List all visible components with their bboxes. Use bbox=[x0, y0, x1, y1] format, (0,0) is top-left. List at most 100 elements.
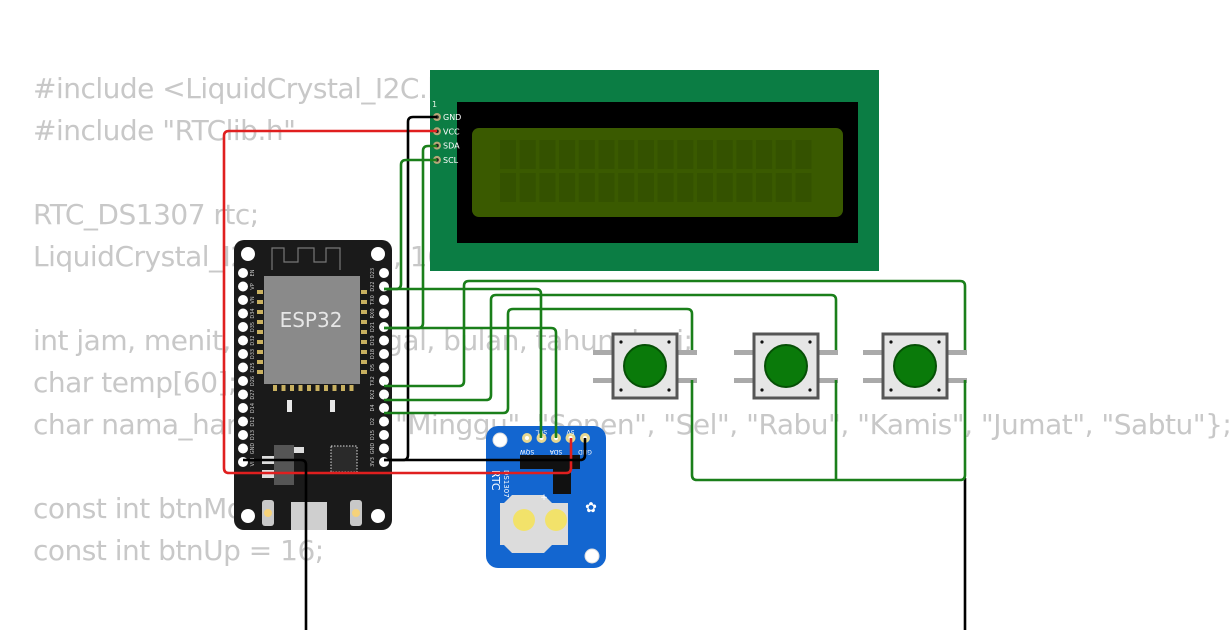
chip-pad bbox=[361, 330, 367, 334]
mount-hole bbox=[371, 509, 385, 523]
esp32-pin-d5[interactable] bbox=[379, 362, 389, 373]
pushbutton-2[interactable] bbox=[734, 332, 838, 400]
esp32-pin-d13[interactable] bbox=[238, 430, 248, 440]
button-screw bbox=[889, 340, 893, 344]
chip-pad bbox=[341, 385, 345, 391]
esp32-devkit[interactable]: ESP32 ENVPVND34D35D32D33D25D26D27D14D12D… bbox=[234, 240, 392, 530]
esp32-pin-vin[interactable] bbox=[238, 457, 248, 467]
esp32-pin-d4[interactable] bbox=[379, 403, 389, 413]
esp32-pin-d12[interactable] bbox=[238, 416, 248, 427]
esp32-pin-label: VN bbox=[250, 296, 256, 303]
esp32-pin-d34[interactable] bbox=[238, 308, 248, 319]
wire-sda-rtc[interactable] bbox=[384, 326, 558, 438]
lcd-pin-label: GND bbox=[443, 113, 461, 122]
esp32-pin-tx2[interactable] bbox=[379, 376, 389, 386]
wire-button-2[interactable] bbox=[384, 293, 838, 402]
button-screw bbox=[760, 388, 764, 392]
mount-hole bbox=[241, 509, 255, 523]
lcd-char-cell bbox=[618, 173, 635, 202]
chip-pad bbox=[324, 385, 328, 391]
wire-gnd-rtc[interactable] bbox=[384, 438, 587, 462]
esp32-pin-d2[interactable] bbox=[379, 416, 389, 427]
esp32-pin-d27[interactable] bbox=[238, 389, 248, 400]
chip-pad bbox=[257, 300, 263, 304]
esp32-pin-vn[interactable] bbox=[238, 295, 248, 305]
wire-gnd-bottom[interactable] bbox=[243, 458, 308, 630]
chip-pad bbox=[349, 385, 354, 391]
esp32-pin-d15[interactable] bbox=[379, 430, 389, 440]
esp32-pin-d18[interactable] bbox=[379, 349, 389, 359]
pushbutton-1[interactable] bbox=[593, 332, 697, 400]
lcd-char-cell bbox=[716, 173, 733, 202]
boot-button-cap bbox=[352, 509, 360, 517]
esp32-pin-rx2[interactable] bbox=[379, 389, 389, 400]
esp32-pin-label: D5 bbox=[370, 364, 376, 371]
esp32-pin-label: D15 bbox=[370, 430, 376, 440]
button-cap[interactable] bbox=[764, 344, 808, 388]
mount-hole bbox=[584, 548, 600, 564]
esp32-pin-d19[interactable] bbox=[379, 335, 389, 346]
esp32-pin-d33[interactable] bbox=[238, 349, 248, 359]
lcd-char-cell bbox=[519, 140, 536, 169]
pushbutton-3[interactable] bbox=[863, 332, 967, 400]
esp32-pin-gnd[interactable] bbox=[379, 443, 389, 454]
button-cap[interactable] bbox=[623, 344, 667, 388]
rtc-ic bbox=[553, 458, 571, 494]
esp32-pin-tx0[interactable] bbox=[379, 295, 389, 305]
lcd-char-cell bbox=[578, 140, 595, 169]
esp32-pin-label: TX0 bbox=[370, 295, 376, 306]
esp32-pin-label: D35 bbox=[250, 322, 256, 332]
esp32-pin-d35[interactable] bbox=[238, 322, 248, 332]
chip-pad bbox=[361, 320, 367, 324]
esp32-pin-rx0[interactable] bbox=[379, 308, 389, 319]
chip-pad bbox=[273, 385, 277, 391]
esp32-pin-d26[interactable] bbox=[238, 376, 248, 386]
chip-pad bbox=[281, 385, 286, 391]
wire-button-common[interactable] bbox=[690, 380, 967, 482]
esp32-pin-gnd[interactable] bbox=[238, 443, 248, 454]
esp32-pin-d25[interactable] bbox=[238, 362, 248, 373]
esp32-pin-label: D34 bbox=[250, 308, 256, 318]
chip-pad bbox=[307, 385, 311, 391]
esp32-pin-label: GND bbox=[250, 443, 256, 455]
lcd-char-cell bbox=[795, 140, 812, 169]
esp32-pin-d23[interactable] bbox=[379, 268, 389, 278]
code-line: RTC_DS1307 rtc; bbox=[33, 198, 259, 231]
code-line: char nama_hari[7][12] = {"Minggu", "Sene… bbox=[33, 408, 1231, 441]
button-screw bbox=[937, 388, 941, 392]
esp32-pin-label: EN bbox=[250, 269, 256, 276]
wire-vcc[interactable] bbox=[222, 129, 573, 475]
esp32-pin-vp[interactable] bbox=[238, 281, 248, 292]
lcd-char-cell bbox=[559, 173, 576, 202]
wire-button-1[interactable] bbox=[384, 307, 694, 415]
chip-pad bbox=[361, 340, 367, 344]
esp32-pin-label: D12 bbox=[250, 416, 256, 426]
button-screw bbox=[619, 340, 623, 344]
esp32-pin-label: GND bbox=[370, 443, 376, 455]
lcd-char-cell bbox=[736, 173, 753, 202]
wire-button-3[interactable] bbox=[384, 279, 967, 388]
lcd-pin-index: 1 bbox=[432, 100, 437, 109]
button-screw bbox=[889, 388, 893, 392]
esp32-pin-3v3[interactable] bbox=[379, 457, 389, 467]
lcd-char-cell bbox=[736, 140, 753, 169]
chip-pad bbox=[361, 310, 367, 314]
chip-pad bbox=[315, 385, 320, 391]
mount-hole bbox=[241, 247, 255, 261]
button-cap[interactable] bbox=[893, 344, 937, 388]
button-screw bbox=[760, 340, 764, 344]
esp32-pin-label: D26 bbox=[250, 376, 256, 386]
lcd-char-cell bbox=[697, 173, 713, 202]
esp32-pin-d14[interactable] bbox=[238, 403, 248, 413]
esp32-pin-en[interactable] bbox=[238, 268, 248, 278]
button-screw bbox=[667, 388, 671, 392]
lcd-char-cell bbox=[775, 173, 792, 202]
regulator-lead bbox=[294, 447, 304, 453]
esp32-pin-d32[interactable] bbox=[238, 335, 248, 346]
esp32-pin-label: D13 bbox=[250, 430, 256, 440]
chip-pad bbox=[257, 320, 263, 324]
esp32-pin-label: D14 bbox=[250, 403, 256, 413]
